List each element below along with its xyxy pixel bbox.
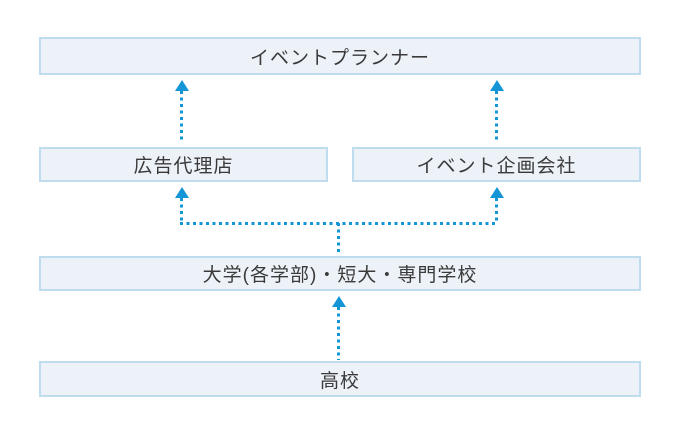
arrowhead-high-school-to-university-icon (332, 296, 346, 307)
arrowhead-university-to-epc-icon (490, 187, 504, 198)
arrowhead-epc-to-planner-icon (490, 80, 504, 91)
arrow-ad-agency-to-planner (180, 91, 183, 143)
arrow-high-school-to-university (337, 307, 340, 360)
node-high-school: 高校 (39, 361, 641, 397)
arrowhead-university-to-ad-agency-icon (175, 187, 189, 198)
arrow-university-to-epc (495, 198, 498, 223)
arrowhead-ad-agency-to-planner-icon (175, 80, 189, 91)
arrow-university-to-ad-agency (180, 198, 183, 223)
arrow-epc-to-planner (495, 91, 498, 143)
node-event-planning-company: イベント企画会社 (352, 147, 641, 182)
node-ad-agency: 広告代理店 (39, 147, 328, 182)
node-event-planner: イベントプランナー (39, 37, 641, 75)
node-university: 大学(各学部)・短大・専門学校 (39, 256, 641, 291)
branch-center-stem (337, 223, 340, 255)
